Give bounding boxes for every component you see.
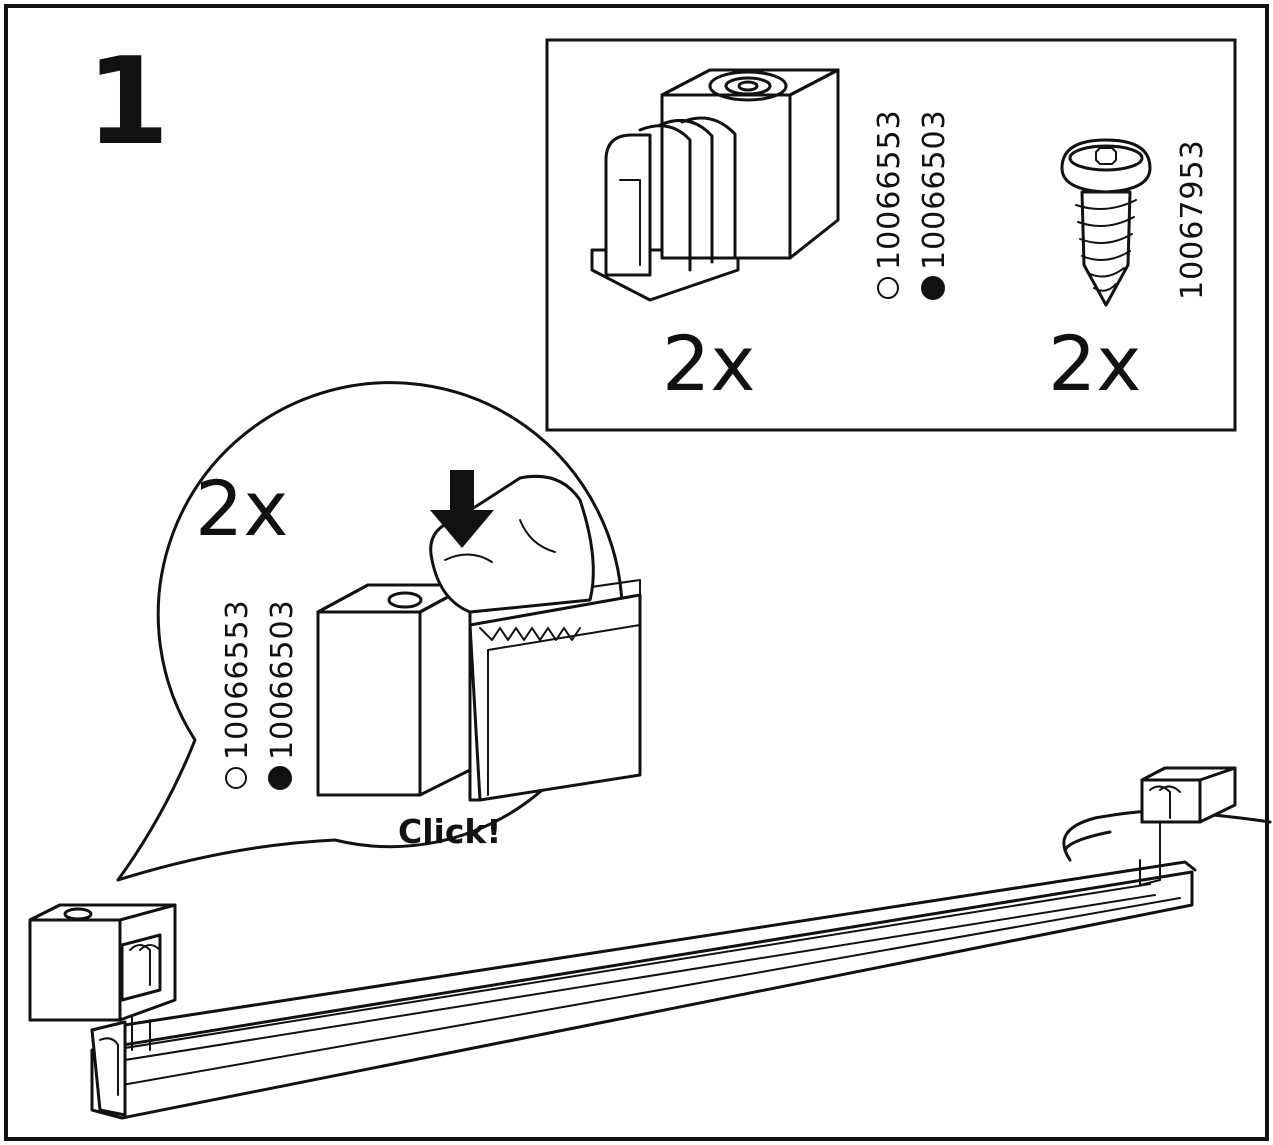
variant-black-icon [921, 276, 945, 300]
callout-end-cap [316, 583, 472, 797]
screw-part-icon [1060, 138, 1152, 307]
click-instruction: Click! [398, 812, 501, 851]
callout-part-number-black: 10066503 [265, 599, 300, 760]
callout-part-number-white: 10066553 [220, 599, 255, 760]
left-end-cap [28, 903, 177, 1051]
bracket-part-number-black: 10066503 [917, 109, 952, 270]
variant-white-icon [225, 767, 247, 789]
step-number: 1 [86, 33, 170, 172]
callout-quantity: 2x [195, 464, 288, 553]
variant-black-icon [268, 766, 292, 790]
press-down-arrow-icon [430, 470, 494, 548]
screw-part-number: 10067953 [1175, 139, 1210, 300]
bracket-part-numbers: 10066553 10066503 [872, 109, 952, 300]
bracket-part-number-white: 10066553 [872, 109, 907, 270]
variant-white-icon [877, 277, 899, 299]
detail-callout: 2x 10066553 10066503 Click! [116, 381, 642, 882]
bracket-quantity: 2x [662, 319, 755, 408]
parts-box: 10066553 10066503 2x 10067953 2x [545, 38, 1237, 432]
rail-track [90, 859, 1197, 1120]
bracket-part-icon [590, 68, 840, 302]
screw-quantity: 2x [1048, 319, 1141, 408]
page-frame [4, 4, 1269, 1141]
right-end-cap [1062, 766, 1272, 881]
